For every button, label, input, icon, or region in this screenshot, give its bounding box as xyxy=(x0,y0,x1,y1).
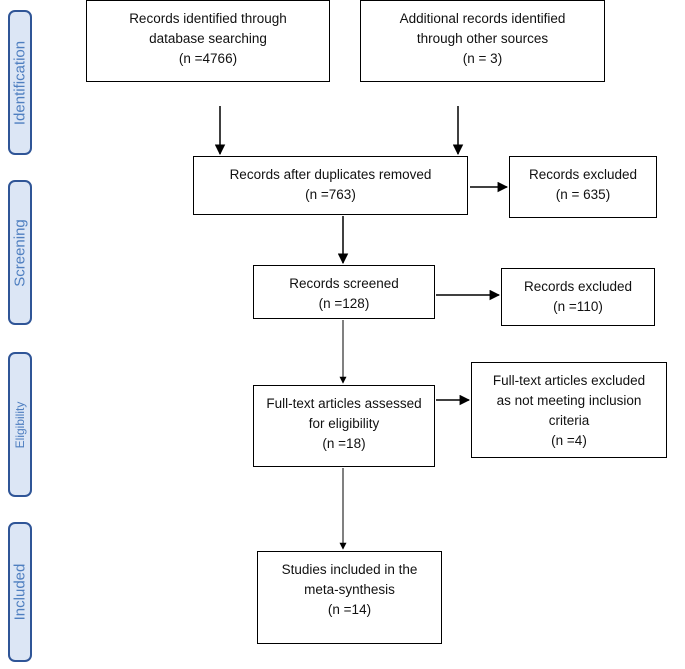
box-fulltext-assessed-count: (n =18) xyxy=(322,436,366,451)
box-fulltext-excluded-count: (n =4) xyxy=(551,433,587,448)
stage-screening-label: Screening xyxy=(11,218,29,287)
box-records-excluded-2-count: (n =110) xyxy=(553,299,603,314)
stage-identification-label: Identification xyxy=(11,40,29,125)
box-records-excluded-1-line1: Records excluded xyxy=(528,167,638,182)
box-fulltext-assessed: Full-text articles assessed for eligibil… xyxy=(253,385,435,467)
box-records-excluded-2-line1: Records excluded xyxy=(523,279,633,294)
box-studies-included-count: (n =14) xyxy=(327,602,372,617)
box-fulltext-excluded-line2: as not meeting inclusion xyxy=(496,393,642,408)
stage-eligibility-label: Eligibility xyxy=(13,401,27,448)
box-after-duplicates: Records after duplicates removed (n =763… xyxy=(193,156,468,215)
box-database-searching-line2: database searching xyxy=(149,31,267,46)
box-records-screened-count: (n =128) xyxy=(318,296,370,311)
box-records-excluded-2: Records excluded (n =110) xyxy=(501,268,655,326)
box-fulltext-assessed-line2: for eligibility xyxy=(308,416,380,431)
stage-included: Included xyxy=(8,522,32,662)
stage-eligibility: Eligibility xyxy=(8,352,32,497)
box-other-sources-count: (n = 3) xyxy=(462,51,503,66)
box-records-screened: Records screened (n =128) xyxy=(253,265,435,319)
box-studies-included-line1: Studies included in the xyxy=(281,562,418,577)
stage-identification: Identification xyxy=(8,10,32,155)
box-database-searching: Records identified through database sear… xyxy=(86,0,330,82)
box-after-duplicates-count: (n =763) xyxy=(305,187,356,202)
box-fulltext-excluded-line1: Full-text articles excluded xyxy=(492,373,646,388)
box-other-sources: Additional records identified through ot… xyxy=(360,0,605,82)
box-fulltext-excluded-line3: criteria xyxy=(548,413,590,428)
box-database-searching-count: (n =4766) xyxy=(178,51,238,66)
box-database-searching-line1: Records identified through xyxy=(129,11,287,26)
box-other-sources-line2: through other sources xyxy=(416,31,549,46)
box-studies-included-line2: meta-synthesis xyxy=(304,582,395,597)
stage-screening: Screening xyxy=(8,180,32,325)
box-other-sources-line1: Additional records identified xyxy=(399,11,566,26)
box-records-excluded-1-count: (n = 635) xyxy=(555,187,611,202)
box-records-excluded-1: Records excluded (n = 635) xyxy=(509,156,657,218)
box-fulltext-excluded: Full-text articles excluded as not meeti… xyxy=(471,362,667,458)
stage-included-label: Included xyxy=(11,563,29,621)
box-fulltext-assessed-line1: Full-text articles assessed xyxy=(266,396,422,411)
box-records-screened-line1: Records screened xyxy=(289,276,399,291)
box-after-duplicates-line1: Records after duplicates removed xyxy=(229,167,432,182)
box-studies-included: Studies included in the meta-synthesis (… xyxy=(257,551,442,644)
